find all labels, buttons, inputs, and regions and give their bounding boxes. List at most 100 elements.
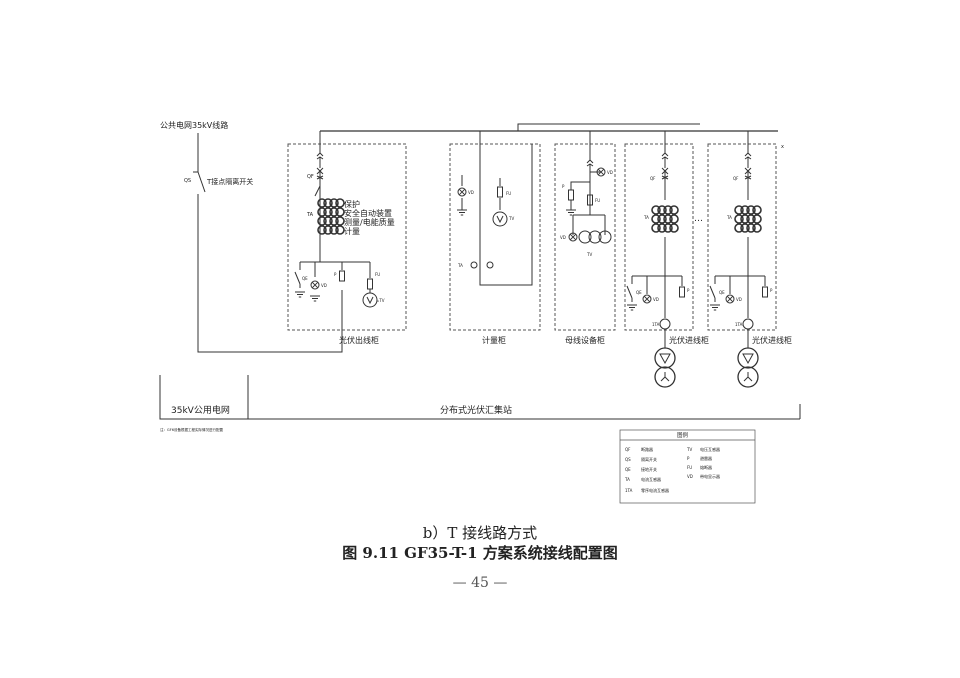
legend-code: FU [687, 465, 692, 470]
meter-ta-2 [486, 261, 494, 269]
bus-equip-ground [565, 209, 577, 216]
cabinet-pv-in-1 [624, 143, 694, 331]
pv-out-vd-code: VD [321, 283, 327, 288]
pv-in1-ct-2 [651, 214, 679, 224]
func-quality: 测量/电能质量 [344, 217, 395, 227]
grid-line-label: 公共电网35kV线路 [160, 120, 228, 130]
legend-code: QS [625, 457, 631, 462]
label-meter: 计量柜 [482, 335, 506, 345]
legend-code: 1TA [625, 488, 633, 493]
pv-out-qf-code: QF [307, 174, 314, 180]
meter-ground [456, 209, 468, 216]
pv-out-earth-switch [294, 265, 301, 289]
label-pv-in-1: 光伏进线柜 [669, 335, 709, 345]
meter-loop [479, 131, 533, 286]
cabinet-meter [449, 143, 541, 331]
legend-code: VD [687, 474, 693, 479]
pv-in2-ct-1 [734, 205, 762, 215]
pv-in1-plug [661, 131, 669, 160]
pv-out-tv-code: =TV [376, 298, 385, 303]
tap-switch-code: QS [184, 178, 191, 184]
bus-equip-feeder [586, 131, 594, 205]
pv-out-plug [316, 152, 324, 160]
pv-in2-ct-2 [734, 214, 762, 224]
bus-equip-tv-code: TV [586, 252, 592, 257]
pv-in2-lower-wires [714, 275, 766, 294]
bus-equip-tv-c [598, 230, 612, 244]
pv-in2-1ta-code: 1TA [735, 322, 743, 327]
pv-out-breaker [316, 159, 324, 183]
pv-out-ct-4 [317, 225, 345, 235]
legend-code: QE [625, 467, 631, 472]
tap-switch-symbol [193, 171, 206, 193]
legend-code: P [687, 456, 690, 461]
pv-out-qe-code: QE [302, 276, 308, 281]
pv-out-ground-2 [309, 295, 321, 302]
pv-in2-p-code: P [770, 288, 773, 293]
pv-out-fuse [367, 278, 373, 290]
bus-equip-tv-wires [572, 205, 606, 235]
legend-name: 避雷器 [700, 455, 712, 461]
pv-in1-1ta-code: 1TA [652, 322, 660, 327]
meter-tv-code: TV [508, 216, 514, 221]
legend-name: 电压互感器 [700, 446, 720, 452]
legend-right: TV 电压互感器 P 避雷器 FU 熔断器 VD 带电显示器 [686, 446, 720, 479]
cabinet-bus-equip [554, 143, 616, 331]
pv-out-fu-code: FU [375, 272, 380, 277]
legend-code: QF [625, 447, 631, 452]
bus-equip-fu-code: FU [595, 198, 600, 203]
pv-in1-arrester [679, 286, 685, 298]
pv-in2-breaker [744, 159, 752, 183]
pv-in2-vd-code: VD [736, 297, 742, 302]
func-metering: 计量 [344, 226, 360, 236]
func-safety: 安全自动装置 [344, 208, 392, 218]
pv-in1-transformer [654, 347, 676, 388]
label-pv-out: 光伏出线柜 [339, 335, 379, 345]
meter-vd-lamp [457, 187, 467, 197]
bus-equip-vd-code: VD [607, 170, 613, 175]
pv-in2-qe-code: QE [719, 290, 725, 295]
pv-in2-qf-code: QF [733, 176, 739, 181]
pv-in1-lower-wires [631, 275, 683, 294]
bus-equip-vd2-code: VD [560, 235, 566, 240]
pv-in1-qf-code: QF [650, 176, 656, 181]
pv-out-p-code: P [334, 272, 337, 277]
tap-switch-label: T接点隔离开关 [206, 177, 253, 186]
pv-in1-earth-switch [626, 279, 633, 303]
pv-out-vd-lamp [310, 280, 320, 290]
pv-out-ct-3 [317, 216, 345, 226]
pv-in2-arrester [762, 286, 768, 298]
pv-out-lower-wires [299, 261, 371, 320]
cabinet-pv-out [287, 143, 407, 331]
legend-code: TA [624, 477, 630, 482]
legend-name: 熔断器 [700, 464, 712, 470]
pv-in2-zero-ct [742, 318, 754, 330]
legend-left: QF 断路器 QS 隔离开关 QE 接地开关 TA 电流互感器 1TA 零序电流… [624, 446, 669, 493]
grid-feeder-line [197, 133, 343, 353]
legend-name: 零序电流互感器 [641, 487, 669, 493]
pv-in2-vd-lamp [725, 294, 735, 304]
legend-name: 隔离开关 [641, 456, 657, 462]
boundary-bracket [159, 375, 801, 420]
bus-equip-p-code: P [562, 184, 565, 189]
pv-in1-ct-1 [651, 205, 679, 215]
label-pv-in-2: 光伏进线柜 [752, 335, 792, 345]
pv-out-tv [362, 292, 378, 308]
meter-ta-code: TA [457, 263, 463, 268]
pv-out-ct-2 [317, 207, 345, 217]
more-cabinets-dots: … [694, 214, 703, 224]
figure-caption: 图 9.11 GF35-T-1 方案系统接线配置图 [342, 544, 618, 562]
legend: 图例 QF 断路器 QS 隔离开关 QE 接地开关 TA 电流互感器 1TA 零… [619, 429, 756, 504]
page-number: — 45 — [452, 575, 508, 591]
pv-in1-vd-code: VD [653, 297, 659, 302]
busbar-end-mark: x [781, 144, 784, 150]
pv-in2-earth-switch [709, 279, 716, 303]
legend-code: TV [686, 447, 692, 452]
meter-tv [492, 211, 508, 227]
pv-in1-p-code: P [687, 288, 690, 293]
pv-in1-zero-ct [659, 318, 671, 330]
pv-in2-ground [709, 304, 721, 311]
func-protect: 保护 [344, 199, 360, 209]
pv-out-ta-code: TA [306, 212, 314, 218]
